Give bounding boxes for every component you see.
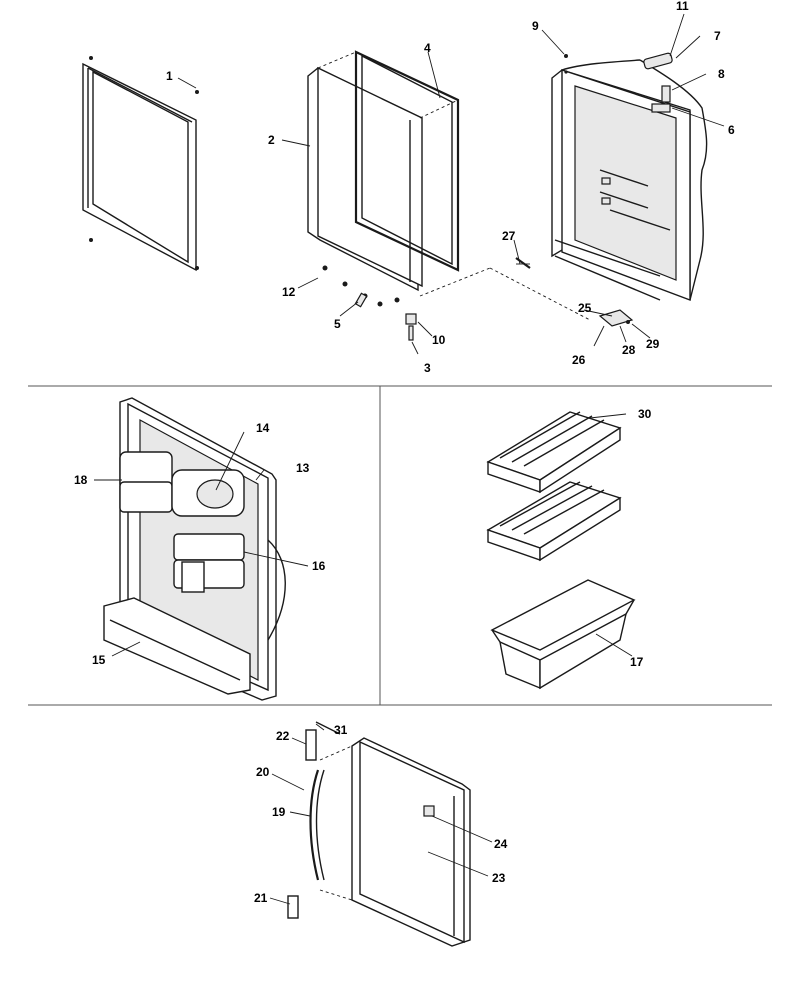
callout-12: 12 xyxy=(282,285,296,299)
door-frame xyxy=(82,56,199,272)
callout-7: 7 xyxy=(714,29,721,43)
callout-11: 11 xyxy=(676,0,689,13)
door-interior xyxy=(103,397,286,701)
callout-10: 10 xyxy=(432,333,446,347)
callout-15: 15 xyxy=(92,653,106,667)
ice-tray-upper xyxy=(486,411,622,494)
leader-lines xyxy=(94,13,725,905)
callout-13: 13 xyxy=(296,461,310,475)
callout-14: 14 xyxy=(256,421,270,435)
callout-labels: 1 2 3 4 5 6 7 8 9 10 11 12 13 14 15 16 1… xyxy=(74,0,735,905)
callout-8: 8 xyxy=(718,67,725,81)
storage-bin xyxy=(490,579,636,690)
ice-tray-lower xyxy=(486,481,622,562)
callout-25: 25 xyxy=(578,301,592,315)
callout-16: 16 xyxy=(312,559,326,573)
callout-6: 6 xyxy=(728,123,735,137)
callout-26: 26 xyxy=(572,353,586,367)
door-hardware xyxy=(322,265,591,341)
callout-29: 29 xyxy=(646,337,660,351)
door-gasket xyxy=(317,50,460,272)
cabinet xyxy=(515,52,708,327)
callout-24: 24 xyxy=(494,837,508,851)
callout-27: 27 xyxy=(502,229,516,243)
callout-31: 31 xyxy=(334,723,348,737)
callout-20: 20 xyxy=(256,765,270,779)
door-handle xyxy=(287,721,341,919)
callout-18: 18 xyxy=(74,473,88,487)
callout-28: 28 xyxy=(622,343,636,357)
door-panel xyxy=(307,66,423,292)
callout-9: 9 xyxy=(532,19,539,33)
callout-3: 3 xyxy=(424,361,431,375)
callout-19: 19 xyxy=(272,805,286,819)
callout-22: 22 xyxy=(276,729,290,743)
callout-4: 4 xyxy=(424,41,431,55)
callout-5: 5 xyxy=(334,317,341,331)
callout-17: 17 xyxy=(630,655,644,669)
callout-23: 23 xyxy=(492,871,506,885)
callout-21: 21 xyxy=(254,891,268,905)
callout-2: 2 xyxy=(268,133,275,147)
callout-1: 1 xyxy=(166,69,173,83)
freezer-door xyxy=(319,737,471,947)
callout-30: 30 xyxy=(638,407,652,421)
